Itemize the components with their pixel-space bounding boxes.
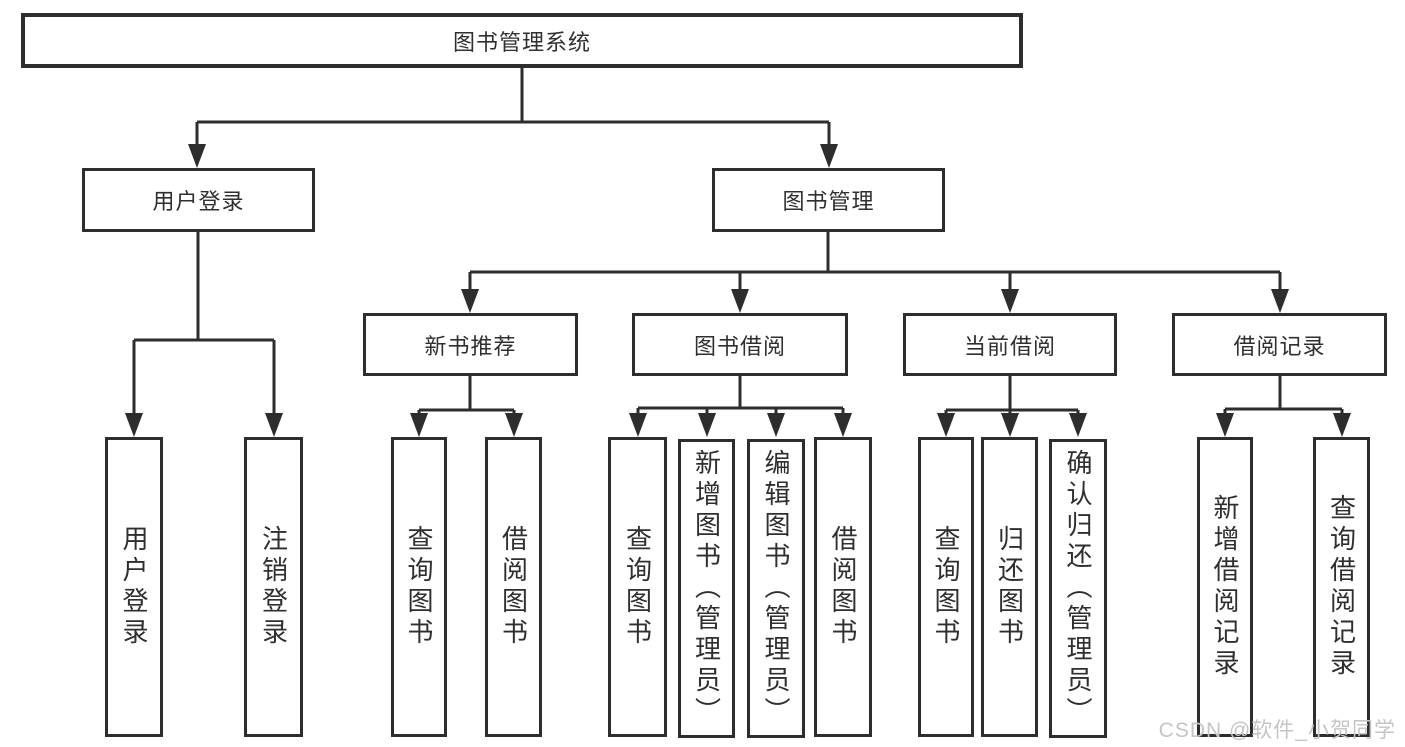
node-user-login-label: 用户登录 [152, 189, 245, 214]
csdn-watermark: CSDN @软件_小贺同学 [1158, 719, 1396, 742]
node-new-book-recommend-label: 新书推荐 [424, 333, 517, 359]
leaf-return-books-label: 归还图书 [994, 525, 1025, 649]
leaf-borrow-books-recommend: 借阅图书 [485, 437, 542, 737]
leaf-add-borrow-record: 新增借阅记录 [1197, 437, 1253, 737]
node-book-borrow-label: 图书借阅 [693, 333, 786, 359]
connector-strokes [132, 68, 1344, 416]
leaf-user-login-label: 用户登录 [119, 525, 149, 649]
leaf-logout: 注销登录 [244, 437, 303, 737]
node-current-borrow: 当前借阅 [903, 313, 1117, 376]
node-root-label: 图书管理系统 [452, 29, 591, 55]
leaf-query-books-borrow-label: 查询图书 [622, 525, 653, 649]
leaf-add-books-admin: 新增图书（管理员） [678, 439, 735, 738]
leaf-add-books-admin-label: 新增图书（管理员） [691, 449, 722, 728]
node-book-management-label: 图书管理 [782, 189, 875, 214]
leaf-add-borrow-record-label: 新增借阅记录 [1210, 494, 1240, 680]
leaf-query-borrow-record-label: 查询借阅记录 [1326, 494, 1357, 680]
leaf-confirm-return-admin: 确认归还（管理员） [1049, 439, 1107, 738]
node-current-borrow-label: 当前借阅 [963, 333, 1056, 359]
leaf-query-books-recommend-label: 查询图书 [404, 525, 434, 649]
leaf-edit-books-admin-label: 编辑图书（管理员） [761, 449, 791, 728]
leaf-logout-label: 注销登录 [258, 525, 289, 649]
node-root: 图书管理系统 [21, 13, 1023, 68]
leaf-query-books-current-label: 查询图书 [931, 525, 961, 649]
node-book-borrow: 图书借阅 [632, 313, 848, 376]
node-new-book-recommend: 新书推荐 [363, 313, 578, 376]
leaf-confirm-return-admin-label: 确认归还（管理员） [1063, 449, 1093, 728]
leaf-borrow-books: 借阅图书 [814, 437, 872, 737]
leaf-borrow-books-label: 借阅图书 [828, 525, 858, 649]
node-book-management: 图书管理 [712, 168, 945, 232]
leaf-query-books-borrow: 查询图书 [608, 437, 667, 737]
leaf-user-login: 用户登录 [105, 437, 163, 737]
arrowheads [125, 144, 1351, 437]
leaf-query-books-current: 查询图书 [918, 437, 974, 737]
leaf-query-borrow-record: 查询借阅记录 [1313, 437, 1370, 737]
leaf-edit-books-admin: 编辑图书（管理员） [747, 439, 805, 738]
leaf-return-books: 归还图书 [981, 437, 1038, 737]
node-borrow-record-label: 借阅记录 [1233, 333, 1326, 359]
node-borrow-record: 借阅记录 [1172, 313, 1387, 376]
leaf-borrow-books-recommend-label: 借阅图书 [498, 525, 529, 649]
node-user-login: 用户登录 [82, 168, 315, 232]
leaf-query-books-recommend: 查询图书 [391, 437, 447, 737]
